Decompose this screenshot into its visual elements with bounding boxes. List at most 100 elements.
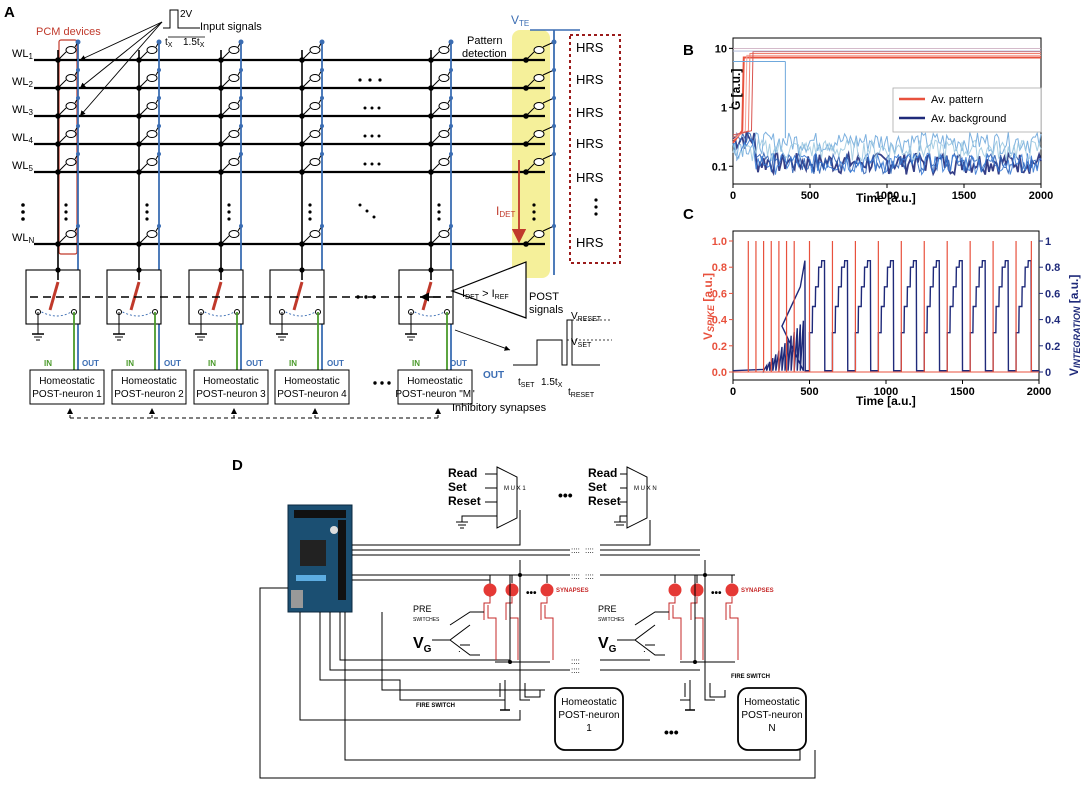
pcm-device-icon: [430, 68, 453, 89]
svg-text:tRESET: tRESET: [568, 387, 595, 399]
svg-text:::::: ::::: [571, 572, 580, 581]
input-pulse: 2V Input signals tX 1.5tX: [79, 9, 262, 117]
hrs-label: HRS: [576, 40, 604, 55]
chart-b-background-trace: [732, 138, 1042, 163]
ctrl-reset-1: Reset: [448, 494, 481, 508]
switches-label: SWITCHES: [413, 617, 440, 623]
post-switch-box: [106, 267, 162, 370]
d-neuron-1-l3: 1: [586, 723, 592, 734]
tx-sub: X: [168, 42, 173, 49]
pcm-device-icon: [301, 224, 324, 245]
hrs-label: HRS: [576, 170, 604, 185]
post-switch-box: [188, 267, 244, 370]
hrs-label: HRS: [576, 136, 604, 151]
word-line-label: WL4: [12, 132, 34, 145]
word-line-label: WL1: [12, 48, 34, 61]
svg-text:tX: tX: [165, 37, 173, 49]
arduino-board-image: [287, 504, 353, 613]
chart-c-ytick-right: 0.6: [1045, 288, 1060, 300]
pcm-device-icon: [138, 96, 161, 117]
pcm-device-icon: [138, 40, 161, 61]
mux-n-label: M U X N: [634, 486, 657, 492]
row-ellipsis-dot: [21, 203, 25, 207]
post-neuron-line2: POST-neuron "M": [395, 389, 475, 400]
t15x-sub: X: [558, 382, 563, 389]
post-neuron-line1: Homeostatic: [39, 376, 95, 387]
svg-text:1.5tX: 1.5tX: [541, 377, 563, 389]
chart-b-xtick: 0: [730, 190, 736, 202]
out-label: OUT: [164, 359, 181, 368]
chart-c-xtick: 2000: [1027, 386, 1051, 398]
chart-c-ytick-right: 1: [1045, 236, 1051, 248]
pcm-device-icon: [220, 224, 243, 245]
chart-b-xtick: 500: [801, 190, 819, 202]
hrs-box: [569, 34, 621, 264]
pattern-detection-band: [512, 30, 550, 278]
post-label-2: signals: [529, 304, 564, 316]
pcm-device-icon: [430, 124, 453, 145]
pcm-device-icon: [138, 124, 161, 145]
chart-b-pattern-trace: [732, 54, 1041, 141]
chart-c-ytick-right: 0.2: [1045, 341, 1060, 353]
pcm-device-icon: [430, 152, 453, 173]
pcm-device-icon: [57, 96, 80, 117]
row-ellipsis-dot: [21, 210, 25, 214]
post-pulse: [513, 319, 600, 366]
pcm-device-icon: [301, 68, 324, 89]
vset-label: V: [571, 337, 578, 348]
svg-text:::::: ::::: [571, 666, 580, 675]
synapse-dot-icon: [505, 583, 519, 597]
word-line-label: WL5: [12, 160, 34, 173]
chart-c-ytick-left: 0.4: [712, 315, 728, 327]
pcm-device-icon: [430, 96, 453, 117]
vg-label: VG: [598, 635, 617, 655]
panel-a-label: A: [4, 4, 15, 21]
inhibitory-label: Inhibitory synapses: [452, 402, 547, 414]
svg-text:tSET: tSET: [518, 377, 535, 389]
hrs-label: HRS: [576, 72, 604, 87]
comparator-label: IDET > IREF: [462, 288, 509, 301]
synapse-dot-icon: [483, 583, 497, 597]
out-label: OUT: [450, 359, 467, 368]
pcm-device-icon: [138, 152, 161, 173]
switch-ellipsis: :: [643, 644, 646, 655]
svg-text:::::: ::::: [571, 546, 580, 555]
switch-arm: [48, 281, 60, 311]
post-neuron-line1: Homeostatic: [284, 376, 340, 387]
vte-label: V: [511, 13, 519, 27]
row-ellipsis-dot: [21, 217, 25, 221]
svg-text:VSET: VSET: [571, 337, 592, 349]
pcm-device-icon: [301, 96, 324, 117]
pcm-device-icon: [57, 68, 80, 89]
pcm-device-icon: [525, 152, 556, 173]
treset-sub: RESET: [571, 392, 595, 399]
chart-b-xtick: 2000: [1029, 190, 1053, 202]
word-line-label: WL2: [12, 76, 34, 89]
chart-c-ytick-left: 0.2: [712, 341, 727, 353]
chart-c-ylabel-left: VSPIKE [a.u.]: [701, 273, 716, 340]
d-neuron-n-l3: N: [768, 723, 775, 734]
synapse-dot-icon: [668, 583, 682, 597]
chart-b-background-trace: [732, 131, 1042, 159]
chart-c-ytick-left: 1.0: [712, 236, 727, 248]
out-label-post: OUT: [483, 370, 504, 381]
synapses-label: SYNAPSES: [741, 588, 774, 594]
chart-b-ylabel: G [a.u.]: [729, 69, 743, 110]
pulse-amp-label: 2V: [180, 9, 193, 20]
pcm-device-icon: [525, 68, 556, 89]
out-label: OUT: [82, 359, 99, 368]
panel-c-label: C: [683, 206, 694, 223]
chart-c-ytick-left: 0.0: [712, 367, 727, 379]
pcm-device-icon: [301, 40, 324, 61]
chart-c-ylabel-right: VINTEGRATION [a.u.]: [1067, 275, 1082, 376]
